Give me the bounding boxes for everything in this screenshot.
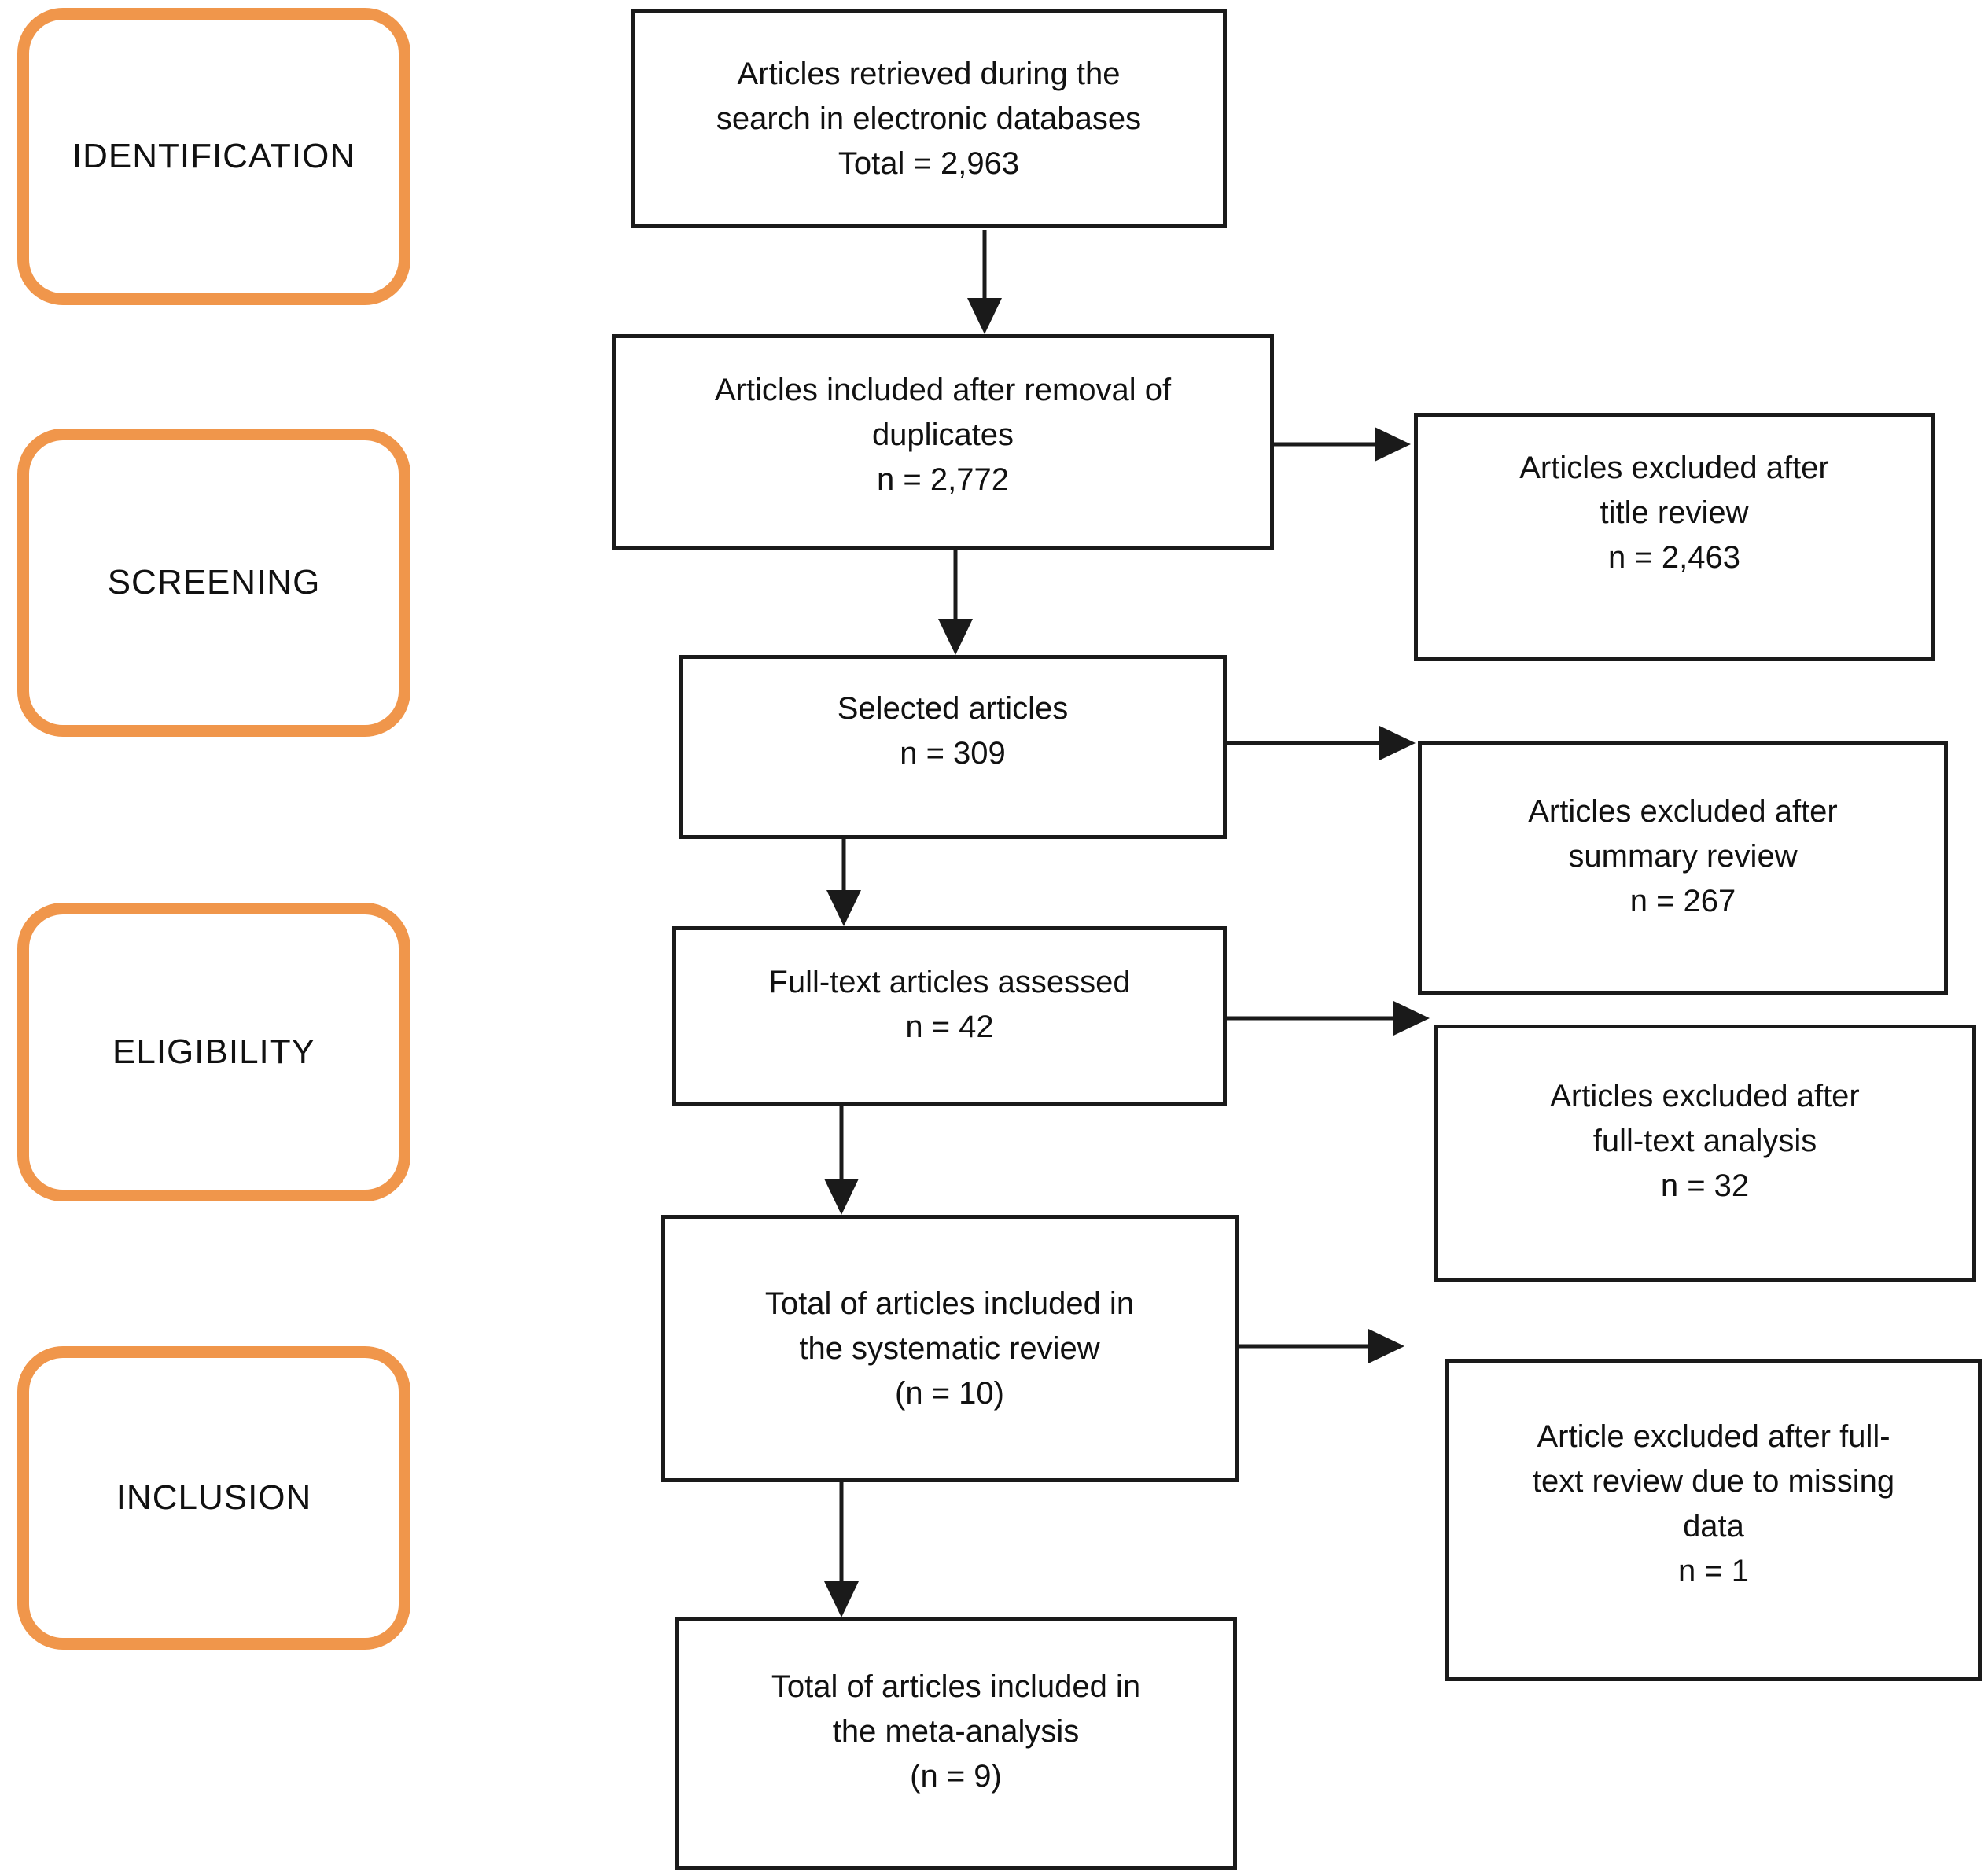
box-text-line: n = 309 [900, 736, 1006, 771]
flow-box-meta-analysis-included: Total of articles included in the meta-a… [675, 1617, 1237, 1870]
stage-label: SCREENING [107, 563, 321, 602]
box-text-line: the systematic review [799, 1330, 1100, 1366]
down-arrow-connector-2 [938, 550, 973, 655]
box-text-line: data [1683, 1509, 1744, 1544]
box-text-line: duplicates [871, 418, 1014, 452]
right-arrow-connector-4 [1237, 1329, 1404, 1363]
down-arrow-connector-4 [824, 1106, 859, 1215]
flow-box-after-duplicates-removed: Articles included after removal of dupli… [612, 334, 1274, 550]
box-text-line: n = 2,463 [1608, 540, 1740, 575]
box-text-line: Articles retrieved during the [737, 56, 1121, 91]
stage-label: ELIGIBILITY [112, 1032, 315, 1071]
box-text-line: search in electronic databases [716, 101, 1142, 136]
box-text-line: n = 32 [1660, 1168, 1750, 1203]
box-text-line: title review [1600, 495, 1749, 530]
box-text-line: Selected articles [837, 691, 1069, 726]
down-arrow-connector-1 [967, 230, 1002, 334]
stage-identification: IDENTIFICATION [17, 8, 410, 305]
flow-box-fulltext-assessed: Full-text articles assessed n = 42 [672, 926, 1227, 1106]
right-arrow-connector-3 [1225, 1001, 1430, 1036]
exclusion-box-summary-review: Articles excluded after summary review n… [1418, 741, 1948, 995]
box-text-line: summary review [1568, 838, 1798, 874]
flow-box-systematic-review-included: Total of articles included in the system… [661, 1215, 1239, 1482]
exclusion-box-title-review: Articles excluded after title review n =… [1414, 413, 1935, 661]
down-arrow-connector-5 [824, 1482, 859, 1617]
stage-label: INCLUSION [116, 1478, 312, 1517]
exclusion-box-missing-data: Article excluded after full- text review… [1445, 1359, 1982, 1681]
stage-eligibility: ELIGIBILITY [17, 903, 410, 1201]
stage-label: IDENTIFICATION [72, 137, 356, 175]
right-arrow-connector-1 [1272, 427, 1411, 462]
right-arrow-connector-2 [1225, 726, 1416, 760]
box-text-line: full-text analysis [1592, 1124, 1817, 1158]
flow-box-selected-articles: Selected articles n = 309 [679, 655, 1227, 839]
box-text-line: (n = 10) [895, 1375, 1004, 1411]
flow-box-records-retrieved: Articles retrieved during the search in … [631, 9, 1227, 228]
box-text-line: Articles excluded after [1528, 793, 1838, 829]
box-text-line: text review due to missing [1532, 1464, 1895, 1499]
box-text-line: Articles excluded after [1550, 1079, 1860, 1113]
stage-inclusion: INCLUSION [17, 1346, 410, 1650]
box-text-line: Article excluded after full- [1537, 1419, 1890, 1454]
exclusion-box-fulltext-analysis: Articles excluded after full-text analys… [1434, 1025, 1976, 1282]
stage-screening: SCREENING [17, 429, 410, 737]
box-text-line: Total of articles included in [771, 1669, 1141, 1704]
down-arrow-connector-3 [826, 839, 861, 926]
box-text-line: Total of articles included in [764, 1286, 1135, 1321]
box-text-line: n = 42 [905, 1009, 994, 1044]
box-text-line: Full-text articles assessed [768, 964, 1131, 999]
box-text-line: Articles excluded after [1519, 451, 1829, 485]
box-text-line: Total = 2,963 [838, 145, 1020, 181]
box-text-line: Articles included after removal of [714, 373, 1172, 407]
box-text-line: the meta-analysis [832, 1714, 1080, 1749]
box-text-line: n = 267 [1629, 883, 1736, 918]
box-text-line: (n = 9) [910, 1759, 1002, 1794]
box-text-line: n = 1 [1677, 1554, 1750, 1588]
box-text-line: n = 2,772 [877, 462, 1009, 497]
